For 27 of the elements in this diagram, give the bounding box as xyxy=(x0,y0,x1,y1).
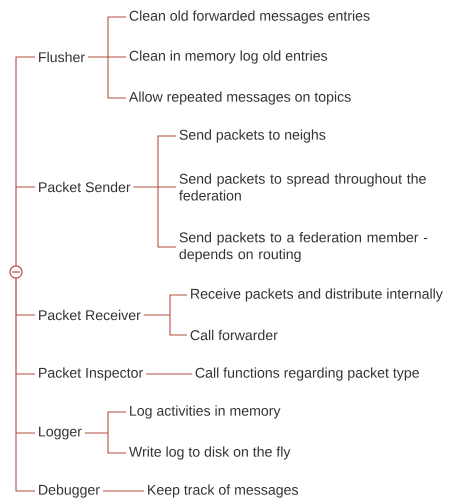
connector-line xyxy=(15,278,35,492)
leaf-label: Send packets to neighs xyxy=(180,129,326,143)
connector-line xyxy=(84,432,126,454)
leaf-label: Receive packets and distribute internally xyxy=(191,288,443,302)
leaf-label: Call functions regarding packet type xyxy=(196,367,419,381)
branch-label: Packet Inspector xyxy=(39,367,143,381)
leaf-label: Log activities in memory xyxy=(130,405,280,419)
leaf-label: Clean in memory log old entries xyxy=(130,50,328,64)
connector-line xyxy=(134,186,176,248)
connector-line xyxy=(15,186,35,266)
leaf-label: Send packets to spread throughout the federation xyxy=(179,173,426,201)
branch-label: Flusher xyxy=(39,52,85,62)
branch-label: Debugger xyxy=(39,484,100,498)
connector-line xyxy=(102,490,144,492)
connector-line xyxy=(144,314,187,336)
branch-label: Packet Receiver xyxy=(39,310,141,320)
leaf-label: Send packets to a federation member - depends on routing xyxy=(180,232,428,262)
leaf-label: Call forwarder xyxy=(190,330,278,340)
leaf-label: Clean old forwarded messages entries xyxy=(130,10,370,24)
leaf-label: Write log to disk on the fly xyxy=(129,446,290,460)
branch-label: Logger xyxy=(39,426,82,440)
leaf-label: Allow repeated messages on topics xyxy=(128,91,351,105)
connector-line xyxy=(88,56,126,99)
branch-label: Packet Sender xyxy=(39,182,130,192)
connector-line xyxy=(146,373,192,375)
leaf-label: Keep track of messages xyxy=(148,484,298,498)
collapse-circle xyxy=(9,265,23,279)
